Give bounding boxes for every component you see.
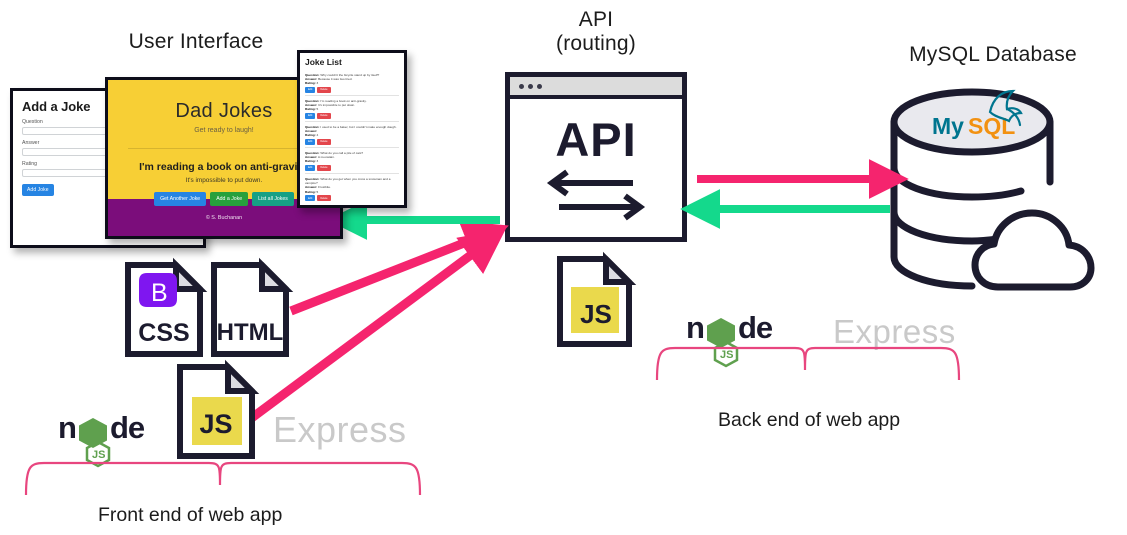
joke-answer: Answer: It's impossible to put down. (305, 102, 356, 107)
front-end-caption: Front end of web app (98, 504, 283, 526)
api-window-titlebar (510, 77, 682, 99)
svg-text:JS: JS (720, 349, 733, 361)
html-to-api-arrow (289, 220, 509, 316)
svg-text:n: n (686, 310, 704, 345)
api-title-line2: (routing) (556, 31, 636, 55)
rating-label: Rating (22, 161, 37, 167)
add-a-joke-button[interactable]: Add a Joke (210, 192, 249, 206)
svg-text:n: n (58, 410, 76, 445)
html-file-label: HTML (216, 319, 284, 346)
mysql-logo-sql: SQL (968, 113, 1015, 139)
joke-rating: Rating: 5 (305, 189, 319, 194)
back-end-express-label: Express (833, 313, 956, 350)
cloud-icon (971, 209, 1095, 291)
joke-question-text: I'm reading a book on anti-gravity. (139, 161, 309, 173)
joke-rating: Rating: 3 (305, 81, 319, 86)
delete-joke-button[interactable]: Delete (317, 165, 331, 171)
joke-answer: Answer: Because it was two tired. (305, 76, 353, 81)
front-end-express-label: Express (273, 409, 407, 450)
list-all-jokes-button[interactable]: List all Jokes (252, 192, 294, 206)
back-end-node-logo: n de JS (684, 310, 784, 368)
joke-question: Question: I'm reading a book on anti-gra… (305, 98, 367, 103)
back-end-caption: Back end of web app (718, 409, 901, 431)
joke-question: Question: What do you get when you cross… (305, 176, 391, 186)
css-file-label: CSS (138, 319, 190, 347)
bidirectional-arrow-icon (546, 169, 646, 220)
mysql-logo-my: My (932, 113, 964, 139)
joke-question: Question: Why couldn't the bicycle stand… (305, 72, 380, 77)
delete-joke-button[interactable]: Delete (317, 195, 331, 202)
svg-text:B: B (151, 279, 168, 307)
dad-jokes-button-row: Get Another Joke Add a Joke List all Jok… (108, 192, 340, 206)
svg-text:JS: JS (92, 449, 105, 461)
answer-label: Answer (22, 140, 40, 146)
back-end-brace (655, 346, 961, 381)
dad-jokes-subheading: Get ready to laugh! (194, 127, 254, 134)
question-label: Question (22, 119, 43, 125)
bootstrap-badge-icon: B (139, 273, 177, 307)
joke-list-item: Question: What do you call a pile of cat… (305, 147, 399, 171)
get-another-joke-button[interactable]: Get Another Joke (154, 192, 207, 206)
joke-rating: Rating: 4 (305, 133, 319, 138)
html-file-icon: HTML (210, 257, 300, 358)
window-dot-icon (528, 83, 533, 89)
edit-joke-button[interactable]: Edit (305, 112, 316, 119)
add-joke-submit-button[interactable]: Add Joke (22, 184, 54, 196)
joke-list-item: Question: Why couldn't the bicycle stand… (305, 70, 399, 93)
front-end-node-logo: n de JS (58, 410, 154, 468)
joke-rating: Rating: 5 (305, 107, 319, 112)
divider (128, 148, 320, 149)
js-to-api-arrow (246, 229, 506, 424)
joke-list-item: Question: What do you get when you cross… (305, 173, 399, 202)
dad-jokes-footer-text: © S. Buchanan (205, 214, 243, 221)
mysql-dolphin-icon (988, 89, 1023, 127)
user-interface-title: User Interface (128, 30, 264, 53)
joke-answer: Answer: (305, 128, 318, 133)
front-end-js-file-icon: JS (176, 359, 260, 460)
svg-text:de: de (110, 410, 145, 445)
joke-answer: Answer: A meowtain. (305, 155, 335, 159)
edit-joke-button[interactable]: Edit (305, 165, 316, 171)
joke-answer-text: It's impossible to put down. (185, 177, 263, 184)
joke-rating: Rating: 3 (305, 159, 319, 164)
api-title-line1: API (578, 8, 614, 31)
api-title: API (routing) (496, 8, 696, 55)
edit-joke-button[interactable]: Edit (305, 195, 316, 202)
joke-list-item: Question: I'm reading a book on anti-gra… (305, 95, 399, 119)
joke-answer: Answer: Frostbite. (305, 185, 331, 190)
joke-list-heading: Joke List (305, 57, 342, 67)
window-dot-icon (537, 83, 542, 89)
api-window-body: API (510, 99, 682, 233)
css-file-icon: B CSS (124, 257, 208, 358)
svg-text:de: de (738, 310, 773, 345)
joke-list-window[interactable]: Joke List Question: Why couldn't the bic… (297, 50, 407, 208)
joke-question: Question: I used to be a baker, but I co… (305, 124, 397, 129)
mysql-database: My SQL (880, 82, 1120, 307)
mysql-database-title: MySQL Database (909, 43, 1077, 66)
delete-joke-button[interactable]: Delete (317, 138, 331, 145)
back-end-js-file-label: JS (580, 299, 612, 329)
joke-list-item: Question: I used to be a baker, but I co… (305, 121, 399, 145)
window-dot-icon (519, 83, 524, 89)
delete-joke-button[interactable]: Delete (317, 86, 331, 93)
front-end-js-file-label: JS (199, 409, 233, 439)
back-end-js-file-icon: JS (556, 251, 637, 348)
joke-question: Question: What do you call a pile of cat… (305, 150, 364, 155)
dad-jokes-heading: Dad Jokes (175, 100, 273, 122)
add-joke-heading: Add a Joke (22, 99, 91, 114)
edit-joke-button[interactable]: Edit (305, 138, 316, 145)
api-window[interactable]: API (505, 72, 687, 242)
edit-joke-button[interactable]: Edit (305, 86, 316, 93)
front-end-brace (24, 461, 422, 496)
api-word-label: API (555, 112, 637, 166)
delete-joke-button[interactable]: Delete (317, 112, 331, 119)
joke-list-rows: Question: Why couldn't the bicycle stand… (305, 70, 399, 202)
